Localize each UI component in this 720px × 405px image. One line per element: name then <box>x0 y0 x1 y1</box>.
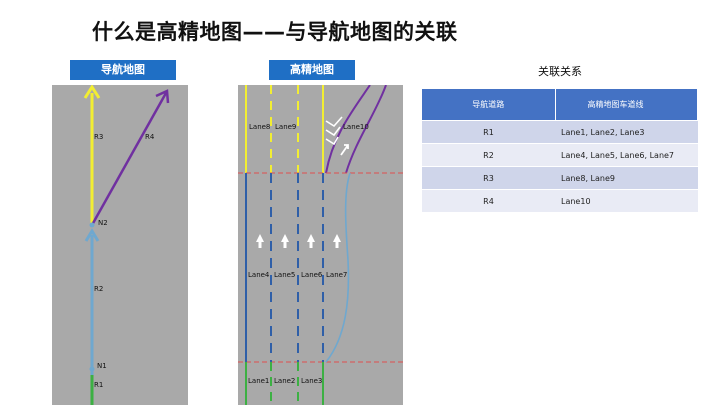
lane-label-9: Lane9 <box>275 123 296 131</box>
lane-label-8: Lane8 <box>249 123 270 131</box>
header-hd-lanes: 高精地图车道线 <box>555 89 698 121</box>
road-r2-arrow <box>84 228 100 242</box>
road-r4-arrow <box>155 89 170 104</box>
table-row: R3 Lane8, Lane9 <box>422 166 698 190</box>
lane-arrows <box>256 234 341 248</box>
row-lanes: Lane10 <box>555 189 698 212</box>
row-road: R4 <box>422 189 555 212</box>
hd-map-label: 高精地图 <box>269 60 355 80</box>
table-header-row: 导航道路 高精地图车道线 <box>422 89 698 121</box>
road-label-r1: R1 <box>94 381 103 389</box>
node-label-n1: N1 <box>97 362 107 370</box>
node-n2-marker <box>89 222 95 228</box>
page-title: 什么是高精地图——与导航地图的关联 <box>92 20 458 44</box>
lane-label-7: Lane7 <box>326 271 347 279</box>
road-label-r2: R2 <box>94 285 103 293</box>
header-nav-road: 导航道路 <box>422 89 556 121</box>
lane-label-2: Lane2 <box>274 377 295 385</box>
lane-label-10: Lane10 <box>343 123 369 131</box>
row-road: R1 <box>422 120 555 144</box>
ramp-arrow <box>340 144 349 156</box>
association-table: 导航道路 高精地图车道线 R1 Lane1, Lane2, Lane3 R2 L… <box>422 89 698 212</box>
table-row: R1 Lane1, Lane2, Lane3 <box>422 120 698 144</box>
lane-label-3: Lane3 <box>301 377 322 385</box>
nav-map-panel: R3 R4 N2 R2 N1 R1 <box>52 85 188 405</box>
lane-label-6: Lane6 <box>301 271 323 279</box>
nav-map-label: 导航地图 <box>70 60 176 80</box>
lane7-edge-curve <box>325 172 351 363</box>
node-n1-marker <box>89 366 95 372</box>
row-road: R3 <box>422 166 555 190</box>
gore-chevrons <box>325 116 343 146</box>
table-row: R2 Lane4, Lane5, Lane6, Lane7 <box>422 143 698 167</box>
node-label-n2: N2 <box>98 219 108 227</box>
road-label-r4: R4 <box>145 133 155 141</box>
row-lanes: Lane1, Lane2, Lane3 <box>555 120 698 144</box>
row-lanes: Lane4, Lane5, Lane6, Lane7 <box>555 143 698 167</box>
nav-map-background <box>52 85 188 405</box>
road-r3-arrow <box>83 85 101 99</box>
lane-label-4: Lane4 <box>248 271 270 279</box>
ramp-line-right <box>345 85 387 174</box>
lane-label-1: Lane1 <box>248 377 269 385</box>
lane-label-5: Lane5 <box>274 271 295 279</box>
hd-map-panel: Lane8 Lane9 Lane10 Lane4 Lane5 Lane6 Lan… <box>238 85 403 405</box>
hd-map-background <box>238 85 403 405</box>
road-r4 <box>90 92 168 226</box>
ramp-line-left <box>325 85 371 174</box>
row-lanes: Lane8, Lane9 <box>555 166 698 190</box>
road-label-r3: R3 <box>94 133 103 141</box>
table-row: R4 Lane10 <box>422 189 698 212</box>
association-title: 关联关系 <box>538 65 582 78</box>
row-road: R2 <box>422 143 555 167</box>
